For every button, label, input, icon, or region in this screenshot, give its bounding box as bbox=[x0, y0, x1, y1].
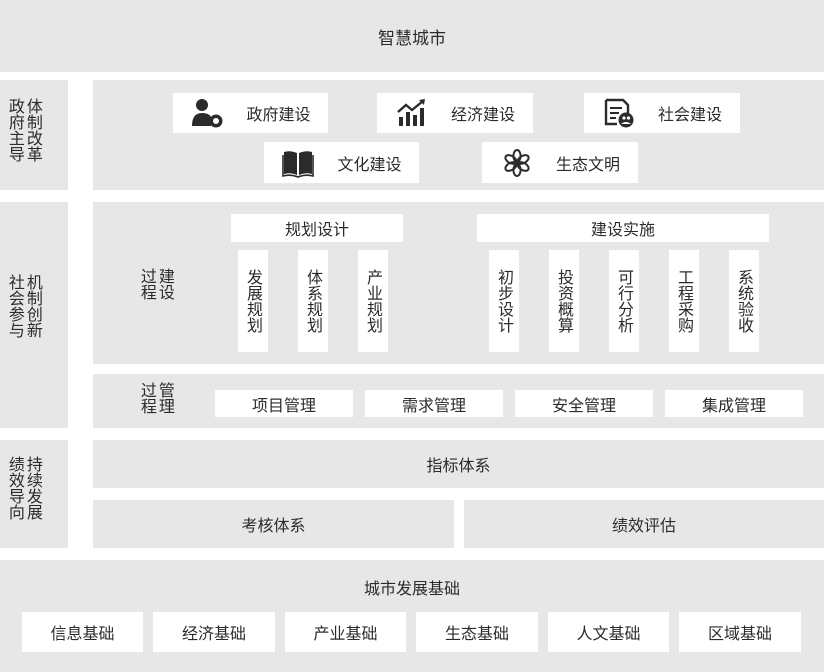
row2-side-panel: 机制创新社会参与 bbox=[0, 202, 68, 428]
manage-process-panel: 管理过程 项目管理 需求管理 安全管理 集成管理 bbox=[93, 374, 824, 428]
foundation-item-label: 经济基础 bbox=[181, 624, 246, 643]
build-process-panel: 建设过程 规划设计 建设实施 发展规划 体系规划 产业规划 初步设计 投资概算 … bbox=[93, 202, 824, 364]
planning-item-label: 体系规划 bbox=[303, 269, 323, 333]
planning-header-label: 规划设计 bbox=[284, 220, 349, 239]
community-document-icon bbox=[602, 98, 636, 128]
implementation-header-label: 建设实施 bbox=[590, 220, 655, 239]
foundation-item: 信息基础 bbox=[22, 612, 143, 652]
planning-item-label: 产业规划 bbox=[363, 269, 383, 333]
foundation-item: 产业基础 bbox=[285, 612, 406, 652]
implementation-item: 初步设计 bbox=[489, 250, 519, 352]
card-culture: 文化建设 bbox=[264, 142, 419, 183]
planning-header: 规划设计 bbox=[231, 214, 403, 242]
performance-evaluation-label: 绩效评估 bbox=[611, 516, 676, 535]
row1-main-panel: 政府建设 经济建设 bbox=[93, 80, 824, 190]
planning-item: 发展规划 bbox=[238, 250, 268, 352]
row2-side-label: 机制创新社会参与 bbox=[5, 274, 43, 338]
foundation-item-label: 人文基础 bbox=[576, 624, 641, 643]
foundation-item: 经济基础 bbox=[153, 612, 275, 652]
planning-item: 体系规划 bbox=[298, 250, 328, 352]
foundation-item: 人文基础 bbox=[548, 612, 669, 652]
foundation-item-label: 产业基础 bbox=[313, 624, 378, 643]
row1-side-label: 体制改革政府主导 bbox=[5, 98, 43, 162]
foundation-panel: 城市发展基础 信息基础 经济基础 产业基础 生态基础 人文基础 区域基础 bbox=[0, 560, 824, 672]
assessment-system: 考核体系 bbox=[93, 500, 454, 548]
implementation-item: 投资概算 bbox=[549, 250, 579, 352]
foundation-item: 区域基础 bbox=[679, 612, 801, 652]
management-item-label: 安全管理 bbox=[551, 395, 616, 415]
row1-side-panel: 体制改革政府主导 bbox=[0, 80, 68, 190]
build-process-label: 建设过程 bbox=[137, 268, 175, 300]
foundation-title: 城市发展基础 bbox=[0, 574, 824, 600]
foundation-item-label: 生态基础 bbox=[444, 624, 509, 643]
management-item-label: 需求管理 bbox=[401, 395, 466, 415]
card-government: 政府建设 bbox=[173, 93, 328, 133]
management-item: 集成管理 bbox=[665, 390, 803, 417]
implementation-item: 可行分析 bbox=[609, 250, 639, 352]
foundation-item-label: 区域基础 bbox=[707, 624, 772, 643]
growth-chart-icon bbox=[395, 98, 429, 128]
implementation-item-label: 投资概算 bbox=[554, 269, 574, 333]
row3-side-label: 持续发展绩效导向 bbox=[5, 456, 43, 520]
implementation-header: 建设实施 bbox=[477, 214, 769, 242]
implementation-item: 系统验收 bbox=[729, 250, 759, 352]
assessment-system-label: 考核体系 bbox=[241, 516, 306, 535]
foundation-item: 生态基础 bbox=[416, 612, 538, 652]
management-item: 需求管理 bbox=[365, 390, 503, 417]
card-ecology: 生态文明 bbox=[482, 142, 638, 183]
implementation-item-label: 系统验收 bbox=[734, 269, 754, 333]
management-item: 项目管理 bbox=[215, 390, 353, 417]
planning-item: 产业规划 bbox=[358, 250, 388, 352]
page-title: 智慧城市 bbox=[378, 28, 446, 49]
government-person-icon bbox=[190, 98, 224, 128]
implementation-item: 工程采购 bbox=[669, 250, 699, 352]
card-label: 生态文明 bbox=[555, 154, 620, 174]
management-item: 安全管理 bbox=[515, 390, 653, 417]
open-book-icon bbox=[281, 148, 315, 178]
manage-process-label: 管理过程 bbox=[137, 382, 175, 414]
card-label: 经济建设 bbox=[450, 105, 515, 124]
management-item-label: 集成管理 bbox=[701, 395, 766, 415]
card-label: 社会建设 bbox=[657, 105, 722, 124]
planning-item-label: 发展规划 bbox=[243, 269, 263, 333]
performance-evaluation: 绩效评估 bbox=[464, 500, 824, 548]
card-label: 文化建设 bbox=[337, 154, 402, 174]
card-economy: 经济建设 bbox=[377, 93, 533, 133]
implementation-item-label: 初步设计 bbox=[494, 269, 514, 333]
indicator-system: 指标体系 bbox=[93, 440, 824, 488]
title-banner: 智慧城市 bbox=[0, 0, 824, 72]
management-item-label: 项目管理 bbox=[251, 395, 316, 415]
row3-side-panel: 持续发展绩效导向 bbox=[0, 440, 68, 548]
implementation-item-label: 工程采购 bbox=[674, 269, 694, 333]
implementation-item-label: 可行分析 bbox=[614, 269, 634, 333]
indicator-system-label: 指标体系 bbox=[426, 456, 491, 475]
foundation-item-label: 信息基础 bbox=[50, 624, 115, 643]
card-label: 政府建设 bbox=[246, 105, 311, 124]
ecology-flower-icon bbox=[500, 148, 534, 178]
foundation-title-label: 城市发展基础 bbox=[363, 579, 460, 598]
card-society: 社会建设 bbox=[584, 93, 740, 133]
